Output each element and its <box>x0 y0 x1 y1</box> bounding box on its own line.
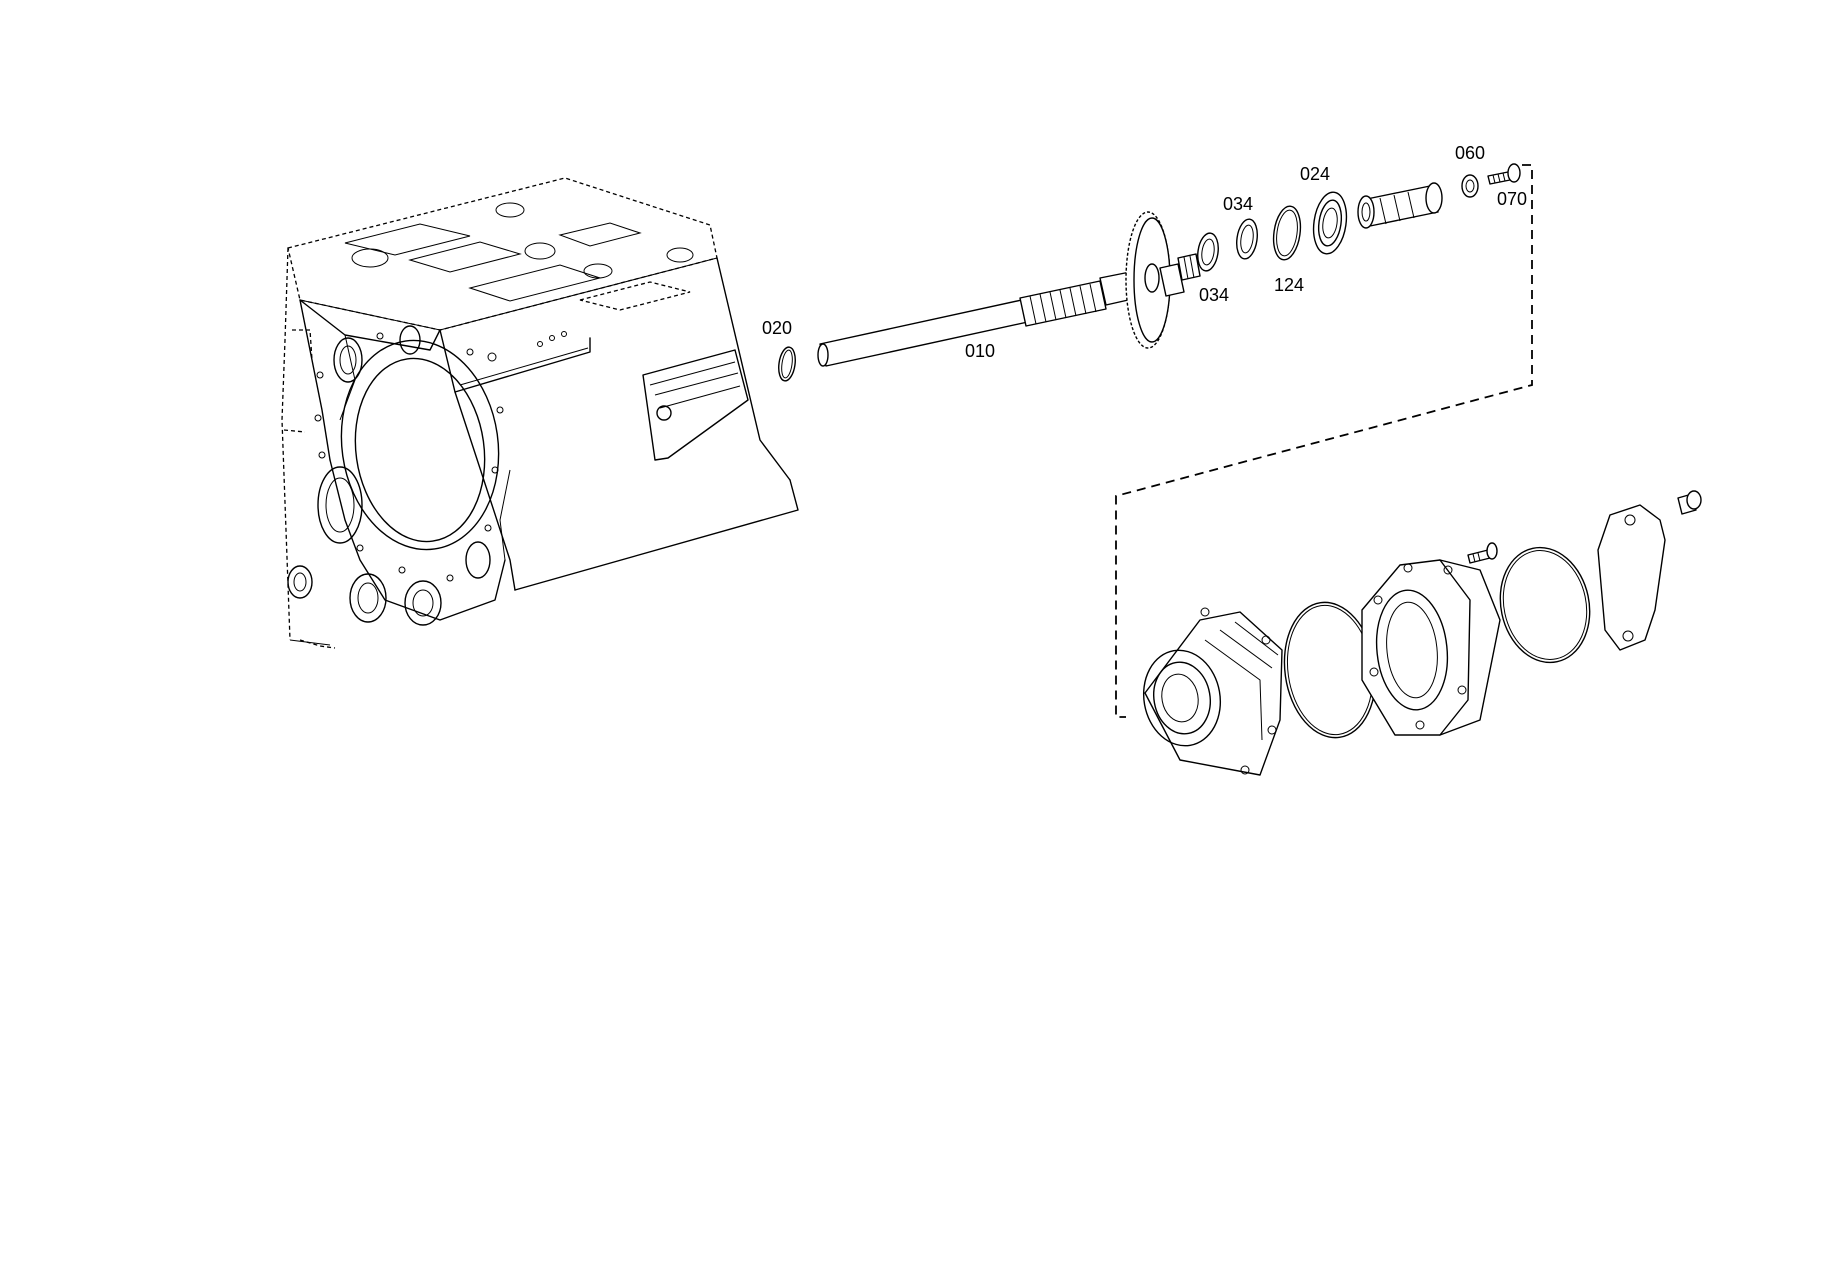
callout-124: 124 <box>1274 275 1304 295</box>
washer-034-a <box>1197 232 1219 272</box>
transmission-housing <box>281 177 799 649</box>
o-ring-large-right <box>1499 546 1591 664</box>
bearing-024 <box>1312 191 1348 255</box>
snap-ring-020 <box>778 346 796 382</box>
output-shaft-010 <box>817 211 1201 367</box>
callout-024: 024 <box>1300 164 1330 184</box>
coupling-sleeve <box>1357 182 1443 229</box>
dashed-leader-line <box>1115 164 1533 718</box>
bolt-small <box>1467 542 1498 564</box>
circlip-124 <box>1272 205 1302 261</box>
cover-flange <box>1361 559 1501 736</box>
plug-screw <box>1677 490 1702 515</box>
callout-034-upper: 034 <box>1223 194 1253 214</box>
gasket-plate <box>1597 504 1666 651</box>
callout-060: 060 <box>1455 143 1485 163</box>
screw-070 <box>1487 163 1521 185</box>
callout-034-lower: 034 <box>1199 285 1229 305</box>
callout-010: 010 <box>965 341 995 361</box>
washer-034-b <box>1236 218 1258 260</box>
callout-070: 070 <box>1497 189 1527 209</box>
callout-020: 020 <box>762 318 792 338</box>
nut-060 <box>1461 174 1479 198</box>
pump-housing <box>1142 607 1283 776</box>
